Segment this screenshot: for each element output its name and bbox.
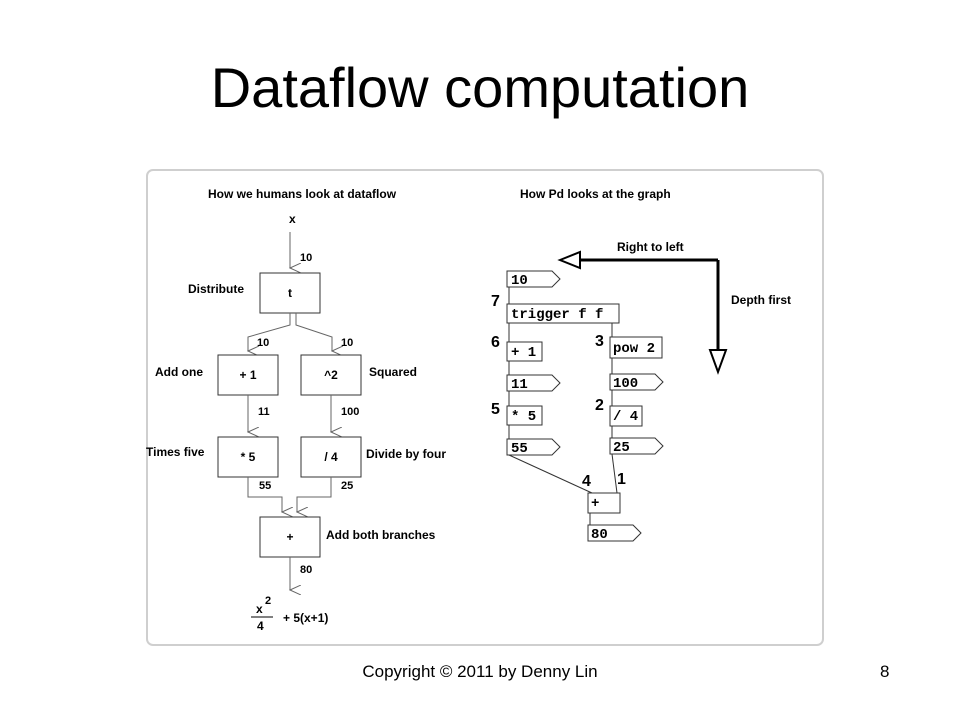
times-five-node-label: * 5 xyxy=(241,450,256,464)
pd-graph-diagram: How Pd looks at the graph Right to left … xyxy=(491,187,791,543)
pd-div4-object xyxy=(609,405,643,427)
right-to-left-arrowhead xyxy=(557,250,581,270)
pd-message-11-label: 11 xyxy=(511,377,528,393)
divide-node-label: / 4 xyxy=(324,450,338,464)
add-one-node xyxy=(217,354,279,396)
pd-message-11 xyxy=(506,374,561,392)
pd-div4-label: / 4 xyxy=(613,409,638,425)
add-one-node-label: + 1 xyxy=(239,368,256,382)
squared-output: 100 xyxy=(341,406,359,418)
page-number: 8 xyxy=(880,662,890,681)
add-both-label: Add both branches xyxy=(326,528,436,542)
divide-node xyxy=(300,436,362,478)
step-1: 1 xyxy=(617,471,626,488)
formula-denominator: 4 xyxy=(257,619,264,633)
pd-pow2-object xyxy=(609,336,663,359)
step-2: 2 xyxy=(595,397,604,414)
add-both-node-label: + xyxy=(286,530,293,544)
pd-message-10 xyxy=(506,270,561,288)
step-3: 3 xyxy=(595,333,604,350)
pd-plus-label: + xyxy=(591,496,599,512)
input-x: x xyxy=(289,212,296,226)
depth-first-arrowhead xyxy=(708,349,728,375)
edge-distribute-to-add-one xyxy=(248,313,291,351)
slide-title: Dataflow computation xyxy=(210,56,750,119)
edge-times-five-to-add xyxy=(247,477,282,512)
pd-times5-label: * 5 xyxy=(511,409,536,425)
pd-message-10-label: 10 xyxy=(511,273,528,289)
depth-first-label: Depth first xyxy=(731,293,791,307)
pd-message-25 xyxy=(609,437,664,455)
times-five-label: Times five xyxy=(146,445,205,459)
divide-output: 25 xyxy=(341,480,353,492)
pd-message-80 xyxy=(587,524,642,542)
left-heading: How we humans look at dataflow xyxy=(208,187,397,201)
edge-value-10: 10 xyxy=(300,252,312,264)
pd-trigger-object xyxy=(506,303,620,324)
step-6: 6 xyxy=(491,334,500,351)
times-five-output: 55 xyxy=(259,480,271,492)
pd-pow2-label: pow 2 xyxy=(613,341,655,357)
edge-left-value-10: 10 xyxy=(257,337,269,349)
distribute-label: Distribute xyxy=(188,282,244,296)
pd-plus-one-label: + 1 xyxy=(511,345,536,361)
squared-node xyxy=(300,354,362,396)
pd-times5-object xyxy=(506,405,543,426)
pd-message-55-label: 55 xyxy=(511,441,528,457)
formula-exponent: 2 xyxy=(265,595,271,607)
pd-trigger-label: trigger f f xyxy=(511,307,603,323)
pd-message-100-label: 100 xyxy=(613,376,638,392)
squared-node-label: ^2 xyxy=(324,368,338,382)
copyright-footer: Copyright © 2011 by Denny Lin xyxy=(362,662,598,681)
add-one-label: Add one xyxy=(155,365,203,379)
pd-wire-55-to-plus xyxy=(508,454,593,494)
pd-message-25-label: 25 xyxy=(613,440,630,456)
edge-divide-to-add xyxy=(297,477,332,512)
times-five-node xyxy=(217,436,279,478)
step-7: 7 xyxy=(491,293,500,310)
formula-numerator: x xyxy=(256,602,263,616)
pd-message-100 xyxy=(609,373,664,391)
step-4: 4 xyxy=(582,473,591,490)
right-heading: How Pd looks at the graph xyxy=(520,187,671,201)
result-value: 80 xyxy=(300,564,312,576)
divide-label: Divide by four xyxy=(366,447,446,461)
pd-plus-object xyxy=(587,492,621,514)
pd-plus-one-object xyxy=(506,341,543,362)
pd-wire-25-to-plus xyxy=(611,453,618,494)
squared-label: Squared xyxy=(369,365,417,379)
add-both-node xyxy=(259,516,321,558)
human-dataflow-diagram: How we humans look at dataflow x 10 Dist… xyxy=(146,187,446,633)
formula-rest: + 5(x+1) xyxy=(283,611,328,625)
result-formula: x 2 4 + 5(x+1) xyxy=(251,595,328,633)
step-5: 5 xyxy=(491,401,500,418)
add-one-output: 11 xyxy=(258,406,270,418)
pd-message-80-label: 80 xyxy=(591,527,608,543)
edge-distribute-to-squared xyxy=(295,313,332,351)
right-to-left-label: Right to left xyxy=(617,240,684,254)
pd-message-55 xyxy=(506,438,561,456)
edge-right-value-10: 10 xyxy=(341,337,353,349)
distribute-node-label: t xyxy=(288,286,292,300)
